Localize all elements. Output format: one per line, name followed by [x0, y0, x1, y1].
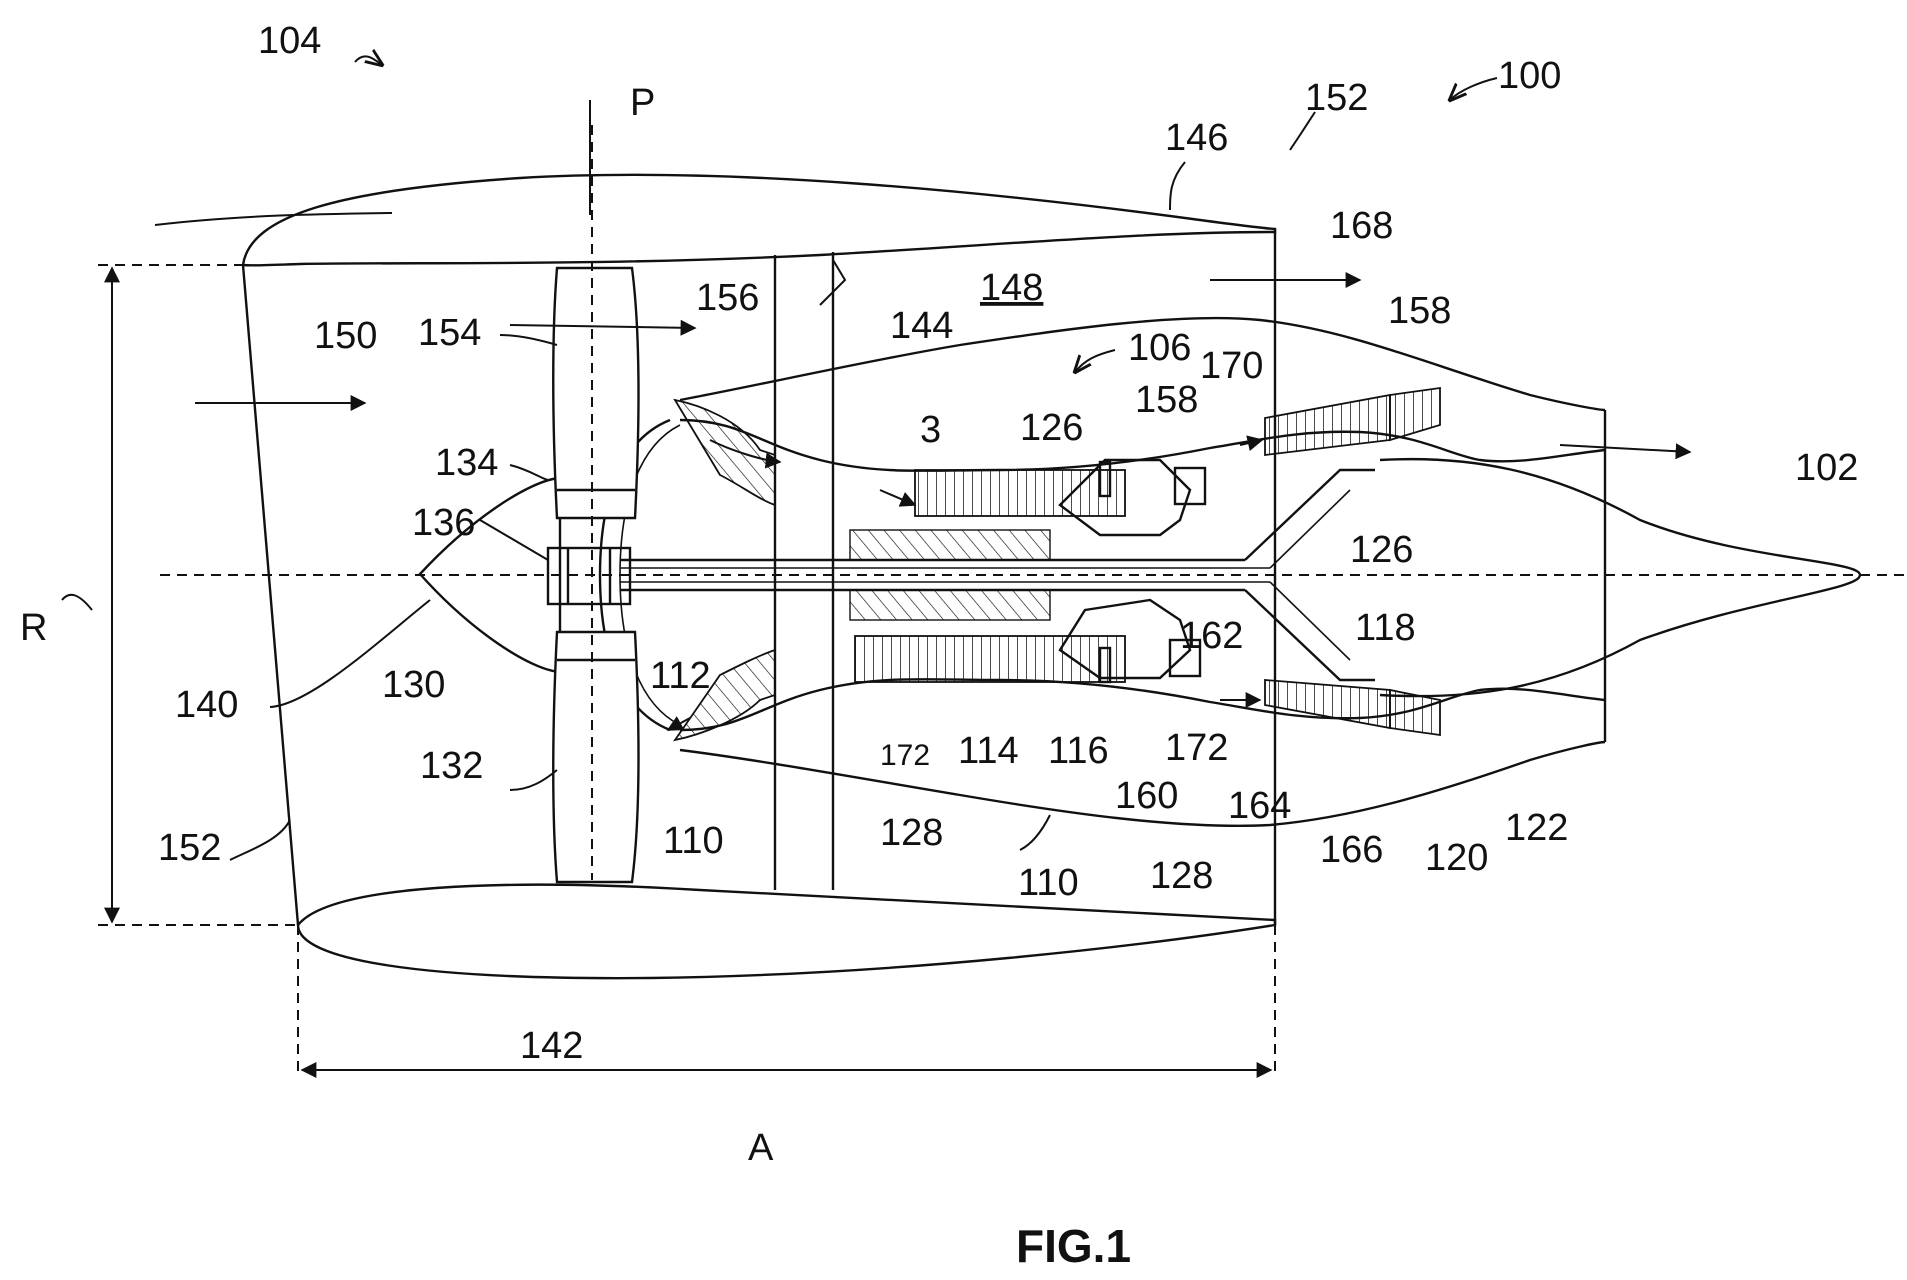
- label-146: 146: [1165, 117, 1228, 159]
- label-114: 114: [958, 730, 1019, 772]
- label-156: 156: [696, 277, 759, 319]
- label-120: 120: [1425, 837, 1488, 879]
- label-140: 140: [175, 684, 238, 726]
- label-3: 3: [920, 409, 941, 451]
- label-116: 116: [1048, 730, 1109, 772]
- label-130: 130: [382, 664, 445, 706]
- label-162: 162: [1180, 615, 1243, 657]
- label-P: P: [630, 82, 655, 124]
- label-126-upper: 126: [1020, 407, 1083, 449]
- figure-title: FIG.1: [1016, 1220, 1131, 1272]
- inlet-lip: [243, 265, 298, 925]
- label-106: 106: [1128, 327, 1191, 369]
- label-152-bottom: 152: [158, 827, 221, 869]
- label-118: 118: [1355, 607, 1416, 649]
- label-158-mid: 158: [1135, 379, 1198, 421]
- label-160: 160: [1115, 775, 1178, 817]
- label-144: 144: [890, 305, 953, 347]
- label-R: R: [20, 607, 47, 649]
- label-110-right: 110: [1018, 862, 1079, 904]
- fan-blade-lower: [553, 632, 638, 882]
- label-128-left: 128: [880, 812, 943, 854]
- label-150: 150: [314, 315, 377, 357]
- label-172-right: 172: [1165, 727, 1228, 769]
- label-168: 168: [1330, 205, 1393, 247]
- label-152-top: 152: [1305, 77, 1368, 119]
- fan-blade-upper: [553, 268, 638, 518]
- nacelle-upper: [243, 175, 1275, 266]
- label-142: 142: [520, 1025, 583, 1067]
- label-164: 164: [1228, 785, 1291, 827]
- label-158-right: 158: [1388, 290, 1451, 332]
- label-A: A: [748, 1127, 774, 1169]
- label-172-left: 172: [880, 739, 930, 772]
- nacelle-lower: [298, 885, 1275, 978]
- label-132: 132: [420, 745, 483, 787]
- label-126-lower: 126: [1350, 529, 1413, 571]
- label-134: 134: [435, 442, 498, 484]
- label-112: 112: [650, 655, 711, 697]
- label-170: 170: [1200, 345, 1263, 387]
- label-100: 100: [1498, 55, 1561, 97]
- exhaust-plug: [1380, 459, 1860, 696]
- label-104: 104: [258, 20, 321, 62]
- label-136: 136: [412, 502, 475, 544]
- label-128-right: 128: [1150, 855, 1213, 897]
- label-166: 166: [1320, 829, 1383, 871]
- label-122: 122: [1505, 807, 1568, 849]
- label-102: 102: [1795, 447, 1858, 489]
- label-148: 148: [980, 267, 1043, 309]
- label-110-left: 110: [663, 820, 724, 862]
- label-154: 154: [418, 312, 481, 354]
